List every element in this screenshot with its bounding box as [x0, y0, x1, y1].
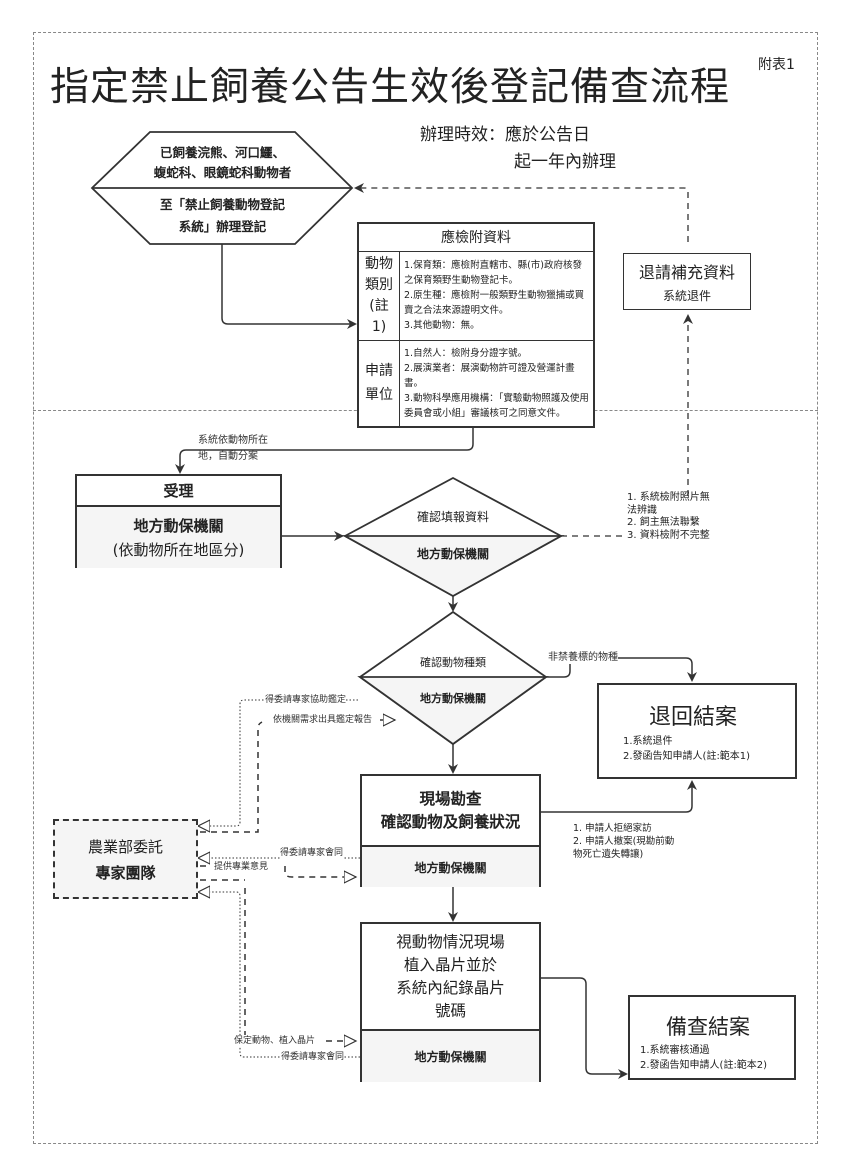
- reject-reason: 3. 資料檢附不完整: [627, 529, 710, 541]
- start-hexagon-bottom: 至「禁止飼養動物登記 系統」辦理登記: [120, 193, 325, 239]
- chip-line: 植入晶片並於: [403, 955, 497, 974]
- expert-team-line2: 專家團隊: [95, 863, 156, 882]
- non-prohibited-label: 非禁養標的物種: [548, 652, 618, 664]
- reject-reasons: 1. 系統檢附照片無法辨識 2. 飼主無法聯繫 3. 資料檢附不完整: [627, 492, 717, 542]
- chip-line: 號碼: [434, 1001, 466, 1020]
- expert-team-line1: 農業部委託: [87, 837, 163, 856]
- attachment-item: 3.其他動物：無。: [404, 320, 480, 331]
- chip-line: 視動物情況現場: [396, 932, 505, 951]
- start-hexagon-top: 已飼養浣熊、河口鱷、 蝮蛇科、眼鏡蛇科動物者: [120, 142, 325, 184]
- confirm-data-label: 確認填報資料: [416, 510, 489, 524]
- return-close-item: 2.發函告知申請人(註:範本1): [623, 751, 751, 762]
- confirm-species-label: 確認動物種類: [420, 656, 486, 669]
- return-close-items: 1.系統退件 2.發函告知申請人(註:範本1): [623, 734, 795, 764]
- appendix-label: 附表1: [758, 57, 795, 73]
- chip-box: 視動物情況現場 植入晶片並於 系統內紀錄晶片 號碼 地方動保機關: [360, 922, 541, 1082]
- reject-reason: 1. 系統檢附照片無法辨識: [627, 492, 710, 516]
- start-hexagon-top-line1: 已飼養浣熊、河口鱷、: [159, 145, 285, 160]
- supplement-subtitle: 系統退件: [662, 289, 711, 303]
- attachment-item: 1.保育類：應檢附直轄市、縣(市)政府核發之保育類野生動物登記卡。: [404, 260, 582, 286]
- attachment-items: 1.自然人：檢附身分證字號。 2.展演業者：展演動物許可證及營運計畫書。 3.動…: [399, 339, 595, 428]
- supplement-box: 退請補充資料 系統退件: [623, 253, 751, 310]
- confirm-species-agency: 地方動保機關: [420, 692, 486, 705]
- auto-assign-label: 系統依動物所在地，自動分案: [198, 435, 268, 462]
- provide-opinion-label: 提供專業意見: [214, 861, 269, 873]
- chip-body: 視動物情況現場 植入晶片並於 系統內紀錄晶片 號碼: [362, 924, 539, 1031]
- identify-report-label: 依機關需求出具鑑定報告: [273, 714, 373, 726]
- return-close-title: 退回結案: [649, 705, 738, 730]
- chip-agency: 地方動保機關: [362, 1031, 539, 1082]
- filing-close-items: 1.系統審核通過 2.發函告知申請人(註:範本2): [640, 1043, 794, 1073]
- deadline-line2: 起一年內辦理: [514, 152, 616, 172]
- attachment-item: 1.自然人：檢附身分證字號。: [404, 347, 528, 359]
- attachment-item: 3.動物科學應用機構：「實驗動物照護及使用委員會或小組」審議核可之同意文件。: [404, 392, 589, 419]
- attachments-table: 應檢附資料 動物類別(註1) 1.保育類：應檢附直轄市、縣(市)政府核發之保育類…: [357, 222, 595, 428]
- inspection-exit-reason: 2. 申請人撤案(現勘前動物死亡遺失轉讓): [573, 836, 675, 860]
- page-title: 指定禁止飼養公告生效後登記備查流程: [50, 65, 731, 110]
- attachment-item: 2.展演業者：展演動物許可證及營運計畫書。: [404, 362, 575, 389]
- assist-identify-label: 得委請專家協助鑑定: [265, 694, 347, 706]
- start-hexagon-bottom-line1: 至「禁止飼養動物登記: [159, 197, 285, 212]
- reject-reason: 2. 飼主無法聯繫: [627, 517, 700, 528]
- outer-frame: [33, 32, 818, 1144]
- start-hexagon-bottom-line2: 系統」辦理登記: [178, 219, 267, 234]
- site-inspection-line2: 確認動物及飼養狀況: [380, 812, 521, 831]
- attachment-category: 申請單位: [357, 339, 400, 428]
- inspection-exit-reasons: 1. 申請人拒絕家訪 2. 申請人撤案(現勘前動物死亡遺失轉讓): [573, 822, 683, 861]
- inspection-exit-reason: 1. 申請人拒絕家訪: [573, 823, 652, 834]
- accept-header: 受理: [77, 476, 280, 507]
- supplement-title: 退請補充資料: [638, 263, 735, 282]
- filing-close-item: 2.發函告知申請人(註:範本2): [640, 1060, 768, 1071]
- filing-close-item: 1.系統審核通過: [640, 1045, 710, 1056]
- accept-agency: 地方動保機關: [133, 517, 224, 535]
- attachment-item: 2.原生種：應檢附一般類野生動物獵捕或買賣之合法來源證明文件。: [404, 290, 585, 316]
- filing-close-box: 備查結案 1.系統審核通過 2.發函告知申請人(註:範本2): [628, 995, 796, 1080]
- protect-chip-label: 保定動物、植入晶片: [234, 1035, 316, 1047]
- start-hexagon-top-line2: 蝮蛇科、眼鏡蛇科動物者: [153, 165, 292, 180]
- site-inspection-box: 現場勘查 確認動物及飼養狀況 地方動保機關: [360, 774, 541, 887]
- chip-line: 系統內紀錄晶片: [396, 978, 505, 997]
- attachment-items: 1.保育類：應檢附直轄市、縣(市)政府核發之保育類野生動物登記卡。 2.原生種：…: [399, 250, 595, 341]
- accept-note: (依動物所在地區分): [112, 541, 245, 559]
- return-close-item: 1.系統退件: [623, 736, 673, 747]
- expert-team-box: 農業部委託 專家團隊: [53, 819, 198, 899]
- accept-box: 受理 地方動保機關 (依動物所在地區分): [75, 474, 282, 568]
- attachment-category: 動物類別(註1): [357, 250, 400, 341]
- site-inspection-body: 現場勘查 確認動物及飼養狀況: [362, 776, 539, 847]
- site-inspection-line1: 現場勘查: [419, 789, 482, 808]
- accept-body: 地方動保機關 (依動物所在地區分): [77, 507, 280, 568]
- return-close-box: 退回結案 1.系統退件 2.發函告知申請人(註:範本1): [597, 683, 797, 779]
- filing-close-title: 備查結案: [666, 1015, 750, 1039]
- confirm-data-agency: 地方動保機關: [416, 547, 489, 561]
- consult-chip-label: 得委請專家會同: [281, 1051, 345, 1063]
- attachments-title: 應檢附資料: [357, 222, 595, 252]
- site-inspection-agency: 地方動保機關: [362, 847, 539, 887]
- consult-inspection-label: 得委請專家會同: [280, 847, 344, 859]
- deadline-line1: 辦理時效：應於公告日: [420, 125, 590, 145]
